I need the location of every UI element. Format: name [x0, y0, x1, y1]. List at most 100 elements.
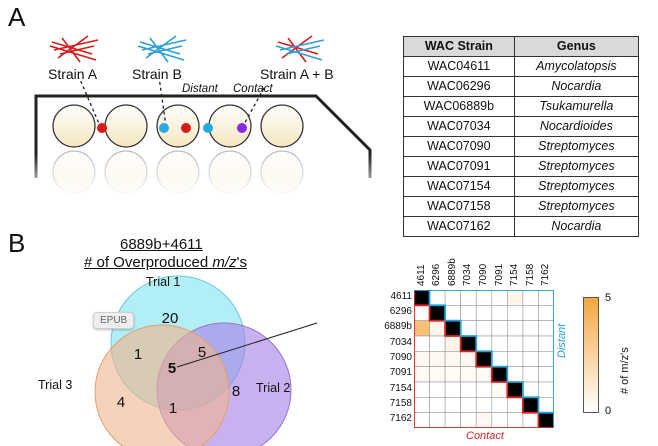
heatmap-cell [444, 366, 461, 383]
genus-cell: Nocardioides [513, 116, 640, 137]
heatmap-cell [460, 290, 477, 306]
heatmap-column-label: 7154 [509, 263, 521, 286]
heatmap-cell [460, 381, 477, 398]
venn-count-trial3-only: 4 [116, 394, 126, 411]
strain-b-filament-icon [137, 35, 187, 63]
strain-b-label: Strain B [132, 66, 182, 82]
heatmap-cell [538, 335, 554, 352]
heatmap-column-label: 7091 [493, 263, 505, 286]
heatmap-cell [538, 412, 554, 428]
heatmap-cell [538, 351, 554, 367]
heatmap-cell [475, 305, 493, 321]
colony-dot-blue [159, 123, 169, 133]
heatmap-cell [491, 351, 508, 367]
heatmap-cell [414, 335, 430, 352]
heatmap-cell [460, 320, 477, 337]
interaction-heatmap [414, 290, 554, 428]
heatmap-row-label: 7091 [389, 367, 412, 379]
heatmap-distant-label: Distant [556, 323, 568, 358]
heatmap-cell [475, 335, 493, 352]
legend-title: # of m/z's [619, 347, 631, 394]
genus-cell: Streptomyces [513, 176, 640, 197]
heatmap-cell [522, 290, 539, 306]
heatmap-cell [522, 320, 539, 337]
strain-cell: WAC07162 [403, 216, 515, 237]
heatmap-cell [538, 381, 554, 398]
heatmap-cell [507, 381, 524, 398]
heatmap-cell [491, 366, 508, 383]
heatmap-cell [507, 351, 524, 367]
callout-line [176, 322, 318, 368]
heatmap-row-label: 7034 [389, 336, 412, 348]
heatmap-column-label: 7090 [478, 263, 489, 286]
heatmap-column-label: 7162 [540, 263, 552, 286]
table-header-row: WAC Strain Genus [403, 36, 640, 57]
heatmap-cell [414, 320, 430, 337]
strain-a-filament-icon [49, 35, 99, 63]
heatmap-cell [460, 335, 477, 352]
panel-b-label: B [8, 228, 26, 258]
heatmap-cell [414, 351, 430, 367]
heatmap-cell [491, 397, 508, 413]
strain-cell: WAC06889b [403, 96, 515, 117]
strain-ab-label: Strain A + B [260, 66, 334, 82]
heatmap-cell [429, 305, 446, 321]
heatmap-row-label: 7090 [389, 352, 412, 363]
strain-cell: WAC04611 [403, 56, 515, 77]
venn-title-line2: # of Overproduced m/z's [84, 254, 247, 271]
heatmap-cell [522, 412, 539, 428]
heatmap-cell [444, 335, 461, 352]
column-header: WAC Strain [403, 36, 515, 57]
heatmap-column-label: 6296 [431, 263, 443, 286]
heatmap-row-label: 4611 [390, 290, 412, 302]
epub-badge[interactable]: EPUB [93, 312, 135, 329]
venn-count-all-three: 5 [167, 360, 177, 377]
heatmap-cell [538, 397, 554, 413]
colony-dot-red [181, 123, 191, 133]
genus-cell: Nocardia [513, 76, 640, 97]
heatmap-cell [475, 397, 493, 413]
heatmap-row-label: 6296 [389, 306, 412, 317]
heatmap-cell [522, 397, 539, 413]
heatmap-cell [475, 290, 493, 306]
well-row-1 [52, 104, 304, 148]
heatmap-cell [507, 412, 524, 428]
column-header: Genus [513, 36, 640, 57]
heatmap-cell [538, 320, 554, 337]
heatmap-legend-bar [583, 297, 599, 413]
heatmap-row-label: 7158 [389, 398, 412, 409]
heatmap-cell [460, 412, 477, 428]
heatmap-row-label: 7162 [389, 413, 412, 425]
heatmap-cell [522, 351, 539, 367]
title-text: # of Overproduced [84, 254, 213, 271]
panel-a-label: A [8, 2, 26, 32]
colony-dot-red [97, 123, 107, 133]
heatmap-cell [522, 381, 539, 398]
heatmap-cell [491, 320, 508, 337]
heatmap-cell [491, 412, 508, 428]
pointer-line [78, 78, 101, 127]
heatmap-row-label: 6889b [384, 321, 412, 333]
legend-max-label: 5 [605, 292, 612, 304]
heatmap-cell [507, 320, 524, 337]
heatmap-column-label: 6889b [446, 258, 458, 286]
heatmap-cell [414, 305, 430, 321]
strain-cell: WAC06296 [403, 76, 515, 97]
venn-label-trial2: Trial 2 [256, 381, 291, 395]
colony-dot-purple [237, 123, 247, 133]
heatmap-cell [444, 397, 461, 413]
heatmap-cell [538, 366, 554, 383]
heatmap-cell [414, 412, 430, 428]
genus-cell: Streptomyces [513, 156, 640, 177]
heatmap-cell [429, 397, 446, 413]
venn-label-trial1: Trial 1 [146, 275, 181, 289]
heatmap-cell [429, 366, 446, 383]
heatmap-cell [429, 381, 446, 398]
heatmap-row-label: 7154 [389, 382, 412, 394]
